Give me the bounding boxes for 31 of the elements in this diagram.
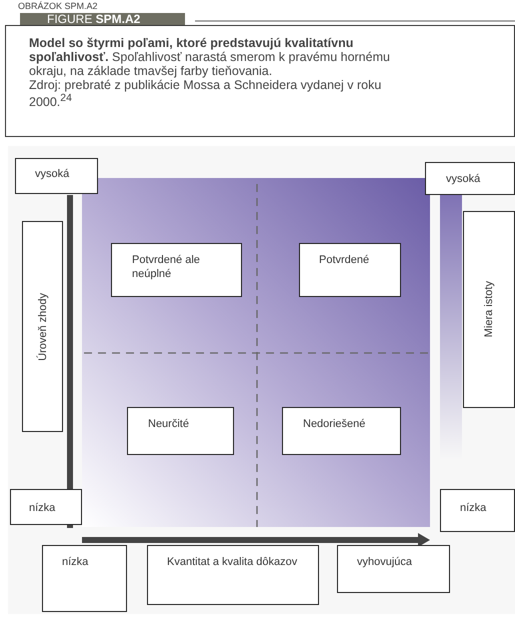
figure-tab: FIGURE SPM.A2 [20,13,185,26]
axis-label: Miera istoty [483,281,495,338]
label-box [425,162,515,195]
label-box [127,407,234,455]
label-box [42,545,127,612]
label-box [299,243,401,297]
label-box [282,407,401,455]
box-label: Potvrdené ale neúplné [132,253,201,281]
box-label: Kvantitat a kvalita dôkazov [167,555,298,569]
axis-label: Úroveň zhody [36,292,48,360]
label-box [147,545,319,605]
label-box [10,489,82,525]
box-label: Nedoriešené [303,417,366,431]
axis-label-box [22,221,63,432]
label-box [337,545,450,593]
box-label: vysoká [35,167,70,181]
box-label: vyhovujúca [357,555,414,569]
box-label: vysoká [446,172,482,186]
box-label: nízka [29,501,56,515]
axis-label-box [463,211,515,408]
label-box [15,158,98,194]
caption-box [5,25,515,137]
box-label: Neurčité [148,417,190,431]
box-label: nízka [62,555,90,569]
caption-text: Model so štyrmi poľami, ktoré predstavujú kvalitatívnu spoľahlivosť. Spoľahlivosť narastá smerom k pravému hornému okraju, na základe tmavšej farby tieňovania. [29,36,391,78]
caption-text: Zdroj: prebraté z publikácie Mossa a Schneidera vydanej v roku 2000.$^{24}$ [29,78,382,110]
box-label: nízka [460,501,488,515]
label-box [111,243,242,297]
box-label: Potvrdené [319,253,370,267]
label-box [440,489,515,532]
figure-heading: OBRÁZOK SPM.A2 [18,0,98,13]
